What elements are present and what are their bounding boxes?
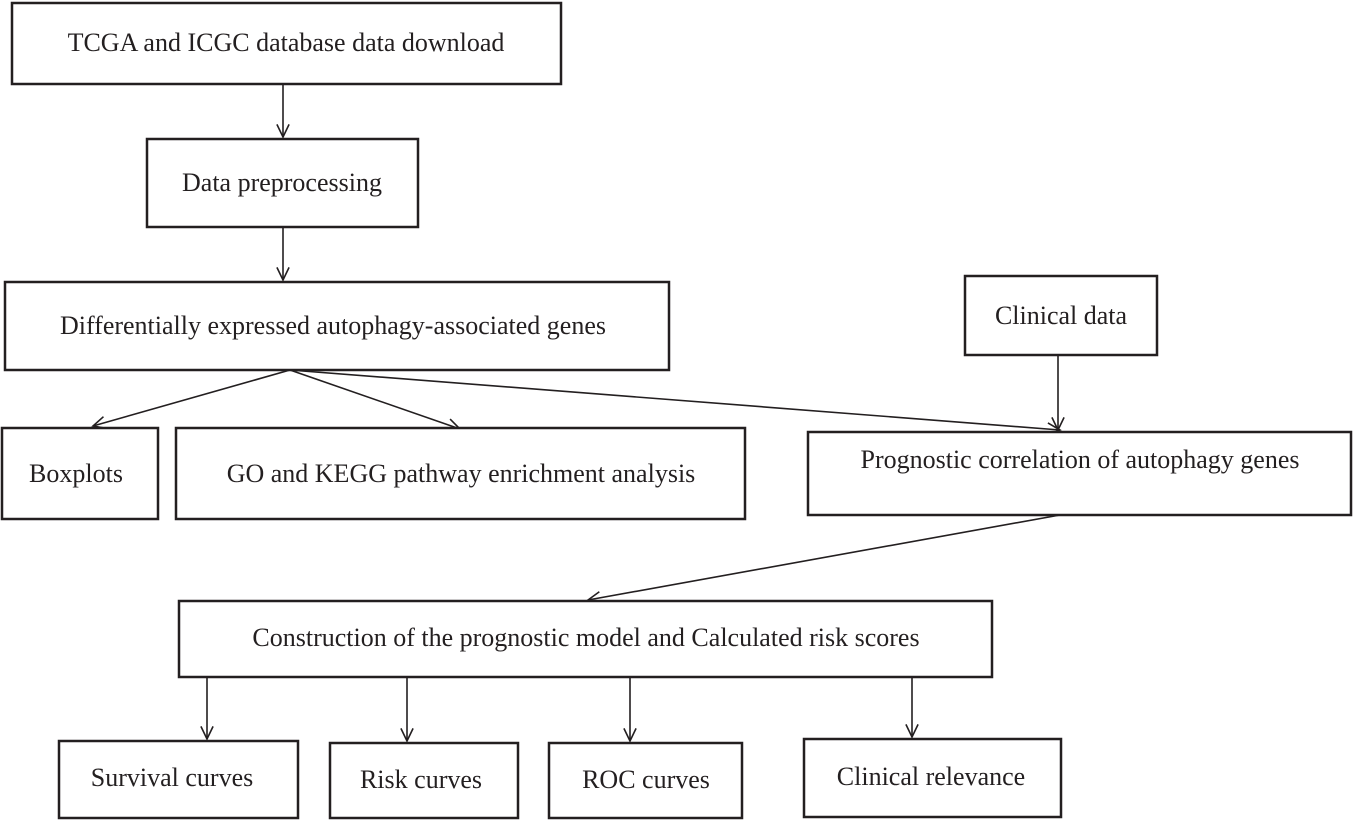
node-degs: Differentially expressed autophagy-assoc… [3, 280, 671, 372]
node-risk-label: Risk curves [360, 765, 482, 794]
node-preprocessing: Data preprocessing [145, 137, 420, 229]
arrow-prognostic_correlation-to-model [586, 514, 1061, 605]
node-download-label: TCGA and ICGC database data download [68, 28, 505, 57]
node-clinical-relevance: Clinical relevance [802, 737, 1063, 819]
node-clinical-label: Clinical data [995, 301, 1128, 330]
node-boxplots-label: Boxplots [29, 459, 123, 488]
node-risk: Risk curves [328, 741, 520, 820]
arrow-degs-to-boxplots [91, 369, 291, 430]
arrow-preprocessing-to-degs [276, 227, 290, 282]
node-enrichment-label: GO and KEGG pathway enrichment analysis [227, 459, 696, 488]
arrow-model-to-clinical_relevance [905, 677, 919, 739]
node-prognostic-correlation: Prognostic correlation of autophagy gene… [806, 430, 1353, 517]
node-survival-label: Survival curves [91, 763, 253, 792]
node-boxplots: Boxplots [0, 426, 160, 521]
node-preprocessing-label: Data preprocessing [182, 168, 382, 197]
arrow-degs-to-enrichment [289, 369, 462, 432]
arrow-degs-to-prognostic_correlation [289, 369, 1062, 436]
node-model-label: Construction of the prognostic model and… [252, 623, 919, 652]
arrow-model-to-survival [200, 677, 214, 741]
node-degs-label: Differentially expressed autophagy-assoc… [60, 311, 606, 340]
node-survival: Survival curves [57, 739, 300, 820]
node-roc: ROC curves [547, 741, 744, 820]
node-roc-label: ROC curves [582, 765, 710, 794]
node-model: Construction of the prognostic model and… [177, 599, 994, 679]
arrow-clinical-to-prognostic_correlation [1051, 355, 1065, 432]
node-clinical: Clinical data [963, 274, 1159, 357]
arrow-model-to-roc [623, 677, 637, 743]
node-clinical-relevance-label: Clinical relevance [837, 762, 1025, 791]
node-download: TCGA and ICGC database data download [10, 1, 563, 86]
arrow-model-to-risk [400, 677, 414, 743]
arrow-download-to-preprocessing [276, 84, 290, 139]
node-prognostic-correlation-label: Prognostic correlation of autophagy gene… [861, 445, 1300, 474]
node-enrichment: GO and KEGG pathway enrichment analysis [174, 426, 747, 521]
